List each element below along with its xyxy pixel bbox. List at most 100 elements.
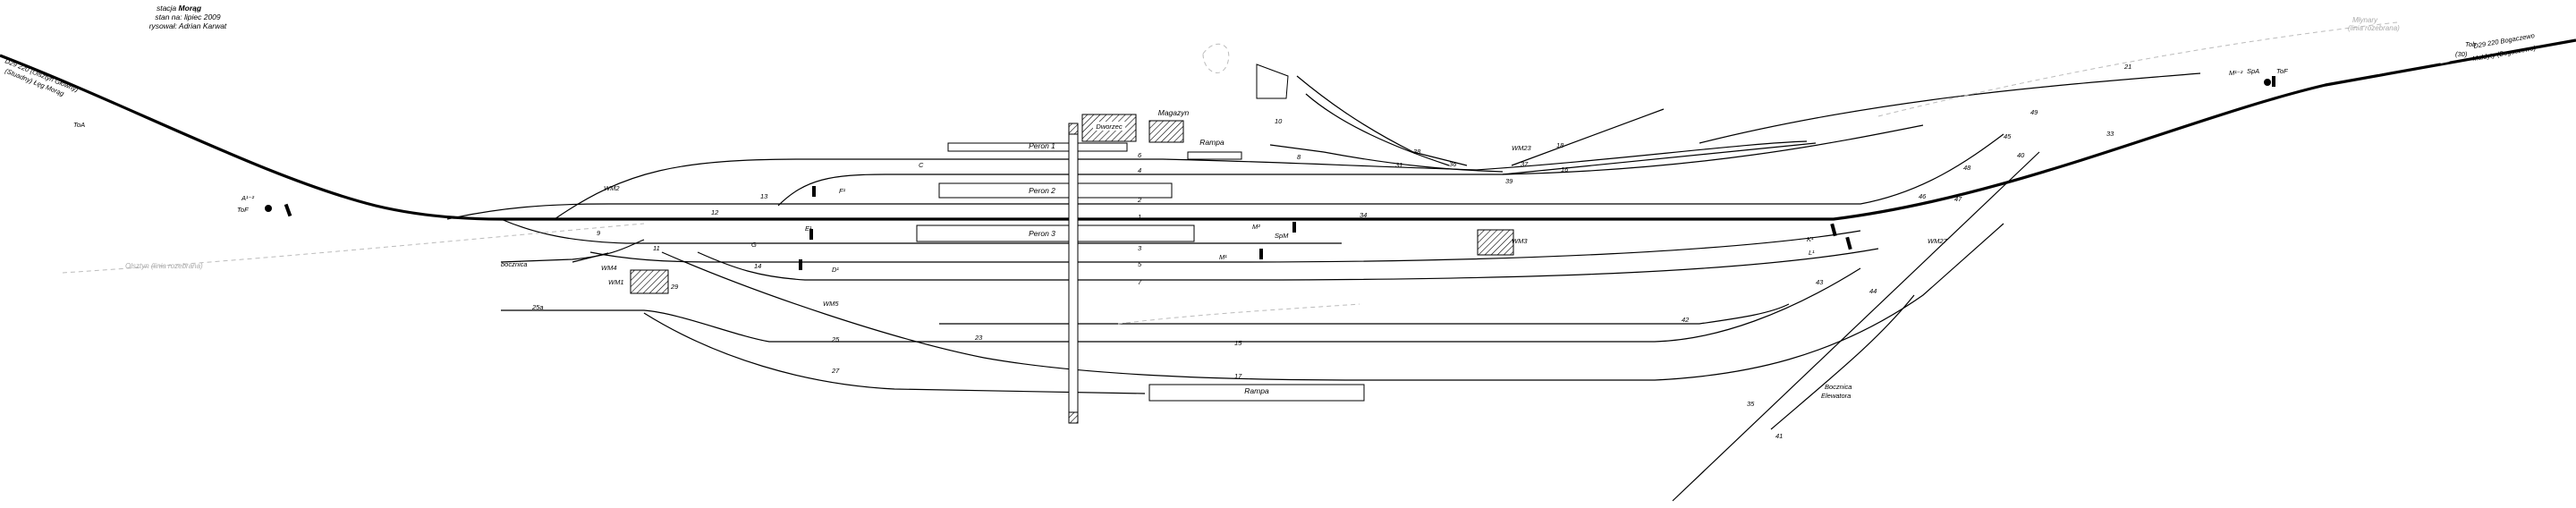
track-number: 33 [2106,130,2114,138]
platform-3-label: Peron 3 [1029,229,1055,238]
track-number: 25 [831,335,840,343]
post-spa: SpA [2247,67,2259,75]
magazyn-building [1148,120,1184,143]
signal-g: G [751,241,757,249]
track-number: 15 [1234,339,1242,347]
track-number: 36 [1449,160,1457,168]
east-num: (30) [2455,50,2468,58]
svg-text:stacja Morąg: stacja Morąg [157,4,202,13]
track-number: 45 [2004,132,2012,140]
track-number: 14 [754,262,761,270]
platforms: Peron 1 Peron 2 Peron 3 Rampa Rampa Dwor… [630,64,1514,424]
track-number: 43 [1816,278,1824,286]
station-prefix: stacja [157,4,176,13]
post-wm5: WM5 [823,300,839,308]
platform-2 [938,182,1173,199]
track-number: 34 [1360,211,1367,219]
track-number: 1 [1138,213,1141,221]
track-number: 7 [1138,278,1142,286]
line-labels: D29 220 (Olsztyn Główny) (Stuadny) Łęg M… [4,16,2537,270]
signal-d: D¹ [832,266,839,274]
platform-1 [947,142,1128,152]
track-number: 5 [1138,260,1142,268]
post-wm23: WM23 [1512,144,1531,152]
track-number: 41 [1775,432,1783,440]
track-numbers: 2 1 3 4 5 7 6 8 9 10 11 12 13 14 15 16 1… [531,63,2131,440]
track-number: 31 [1395,161,1402,169]
post-wm27: WM27 [1928,237,1947,245]
signal-l: L¹ [1809,249,1815,257]
signal-a: A¹⁻² [241,194,254,202]
dworzec-label: Dworzec [1096,123,1122,131]
diagram-header: stacja Morąg stan na: lipiec 2009 rysowa… [149,4,227,30]
rampa-top [1187,151,1242,160]
track-number: 42 [1682,316,1690,324]
removed-lines [62,21,2398,325]
track-number: 16 [1561,165,1569,174]
post-wm3: WM3 [1512,237,1528,245]
signal-c: C [919,161,924,169]
olsztyn-ghost-label: Olsztyn (linia rozebrana) [125,262,203,270]
track-number: 44 [1869,287,1877,295]
track-number: 10 [1275,117,1283,125]
signals [265,76,2275,270]
signal-tof-east: ToF [2276,67,2288,75]
track-number: 12 [711,208,719,216]
track-number: 2 [1137,196,1142,204]
track-number: 3 [1138,244,1142,252]
author-line: rysował: Adrian Karwat [149,21,227,30]
post-wm3-building [1477,229,1514,256]
track-number: 13 [760,192,768,200]
track-number: 8 [1297,153,1301,161]
track-number: 49 [2030,108,2038,116]
track-number: 9 [597,229,601,237]
track-number: 40 [2017,151,2025,159]
track-number: 27 [831,367,840,375]
rampa-bottom [1148,384,1365,402]
platform-3 [916,224,1195,242]
track-number: 39 [1505,177,1513,185]
post-wm1-building [630,269,669,294]
signal-toa: ToA [73,121,85,129]
track-number: 11 [653,244,660,252]
track-number: 46 [1919,192,1927,200]
track-number: 25a [531,303,544,311]
track-number: 18 [1556,141,1564,149]
post-wm2: WM2 [604,184,620,192]
station-tracks [446,72,2201,502]
track-number: 4 [1138,166,1141,174]
post-labels: WM2 WM4 WM1 WM5 WM3 WM23 WM27 SpM SpA bo… [73,67,2288,400]
bocznica-label: bocznica [501,260,528,268]
track-number: 48 [1963,164,1971,172]
signal-k: K¹ [1807,235,1814,243]
post-wm4: WM4 [601,264,617,272]
track-number: 29 [670,283,679,291]
mlynary-ghost-sub: (linia rozebrana) [2348,24,2400,32]
state-line: stan na: lipiec 2009 [155,13,221,21]
track-number: 38 [1413,148,1421,156]
east-tob: Tob [2465,40,2476,48]
post-spm: SpM [1275,232,1289,240]
signal-f: F¹ [839,187,846,195]
post-wm1: WM1 [608,278,624,286]
track-number: 35 [1747,400,1755,408]
bocznica-elewatora-2: Elewatora [1821,392,1851,400]
track-number: 17 [1234,372,1242,380]
footbridge [1068,123,1079,424]
bocznica-elewatora-1: Bocznica [1825,383,1852,391]
signal-m-east: M¹⁻² [2229,69,2243,77]
signal-e: E¹ [805,224,812,233]
station-name: Morąg [179,4,202,13]
signal-m1: M¹ [1219,253,1227,261]
main-line [0,38,2576,221]
track-number: 37 [1521,160,1529,168]
track-number: 23 [974,334,983,342]
platform-2-label: Peron 2 [1029,186,1055,195]
magazyn-label: Magazyn [1158,108,1190,117]
track-number: 6 [1138,151,1142,159]
track-number: 21 [2123,63,2131,71]
signal-m: M² [1252,223,1260,231]
signal-tof: ToF [237,206,249,214]
rampa-bottom-label: Rampa [1244,386,1269,395]
